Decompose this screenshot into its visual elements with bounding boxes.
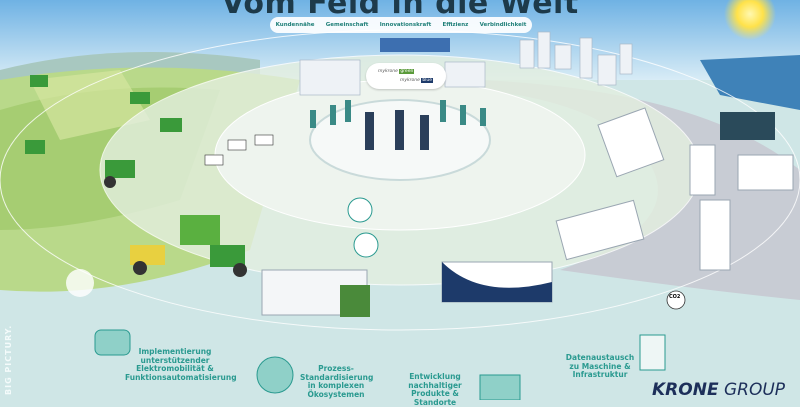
sun-icon (724, 0, 776, 40)
co2-label: CO2 (669, 294, 681, 300)
tag-kundennaehe[interactable]: Kundennähe (275, 22, 315, 28)
tag-effizienz[interactable]: Effizienz (442, 22, 469, 28)
motor-icon (94, 329, 131, 356)
co2-badge (666, 290, 686, 310)
products-icon (479, 374, 521, 400)
handshake-icon (347, 197, 373, 223)
customer-table (66, 269, 94, 297)
mykrone-green-label: mykrone green (378, 69, 415, 74)
caption-elektromobilitaet: Implementierung unterstützender Elektrom… (125, 347, 237, 382)
solar-panels (380, 38, 450, 52)
sea (700, 55, 800, 110)
values-bar: Kundennähe Gemeinschaft Innovationskraft… (270, 17, 532, 33)
caption-prozess-standardisierung: Prozess-Standardisierung in komplexen Ök… (300, 364, 374, 399)
globe-icon (256, 356, 294, 394)
people (310, 100, 486, 128)
mykrone-cloud: mykrone green mykrone blue (366, 63, 446, 89)
city-buildings (299, 31, 633, 96)
caption-nachhaltige-produkte: Entwicklung nachhaltiger Produkte & Stan… (408, 372, 462, 407)
tag-verbindlichkeit[interactable]: Verbindlichkeit (479, 22, 527, 28)
building-data-icon (639, 334, 666, 371)
page-title: Vom Feld in die Welt (221, 0, 579, 21)
icons-bottom (94, 329, 666, 400)
cows (204, 134, 274, 166)
krone-group-logo: KRONE GROUP (652, 380, 786, 400)
trucks (261, 107, 794, 317)
tractors (25, 75, 247, 277)
caption-datenaustausch: Datenaustausch zu Maschine & Infrastrukt… (565, 353, 635, 379)
mykrone-blue-label: mykrone blue (400, 78, 434, 83)
person-icon (353, 232, 379, 258)
side-text: BIG PICTURY. (4, 324, 13, 395)
tag-innovationskraft[interactable]: Innovationskraft (379, 22, 432, 28)
tag-gemeinschaft[interactable]: Gemeinschaft (325, 22, 369, 28)
